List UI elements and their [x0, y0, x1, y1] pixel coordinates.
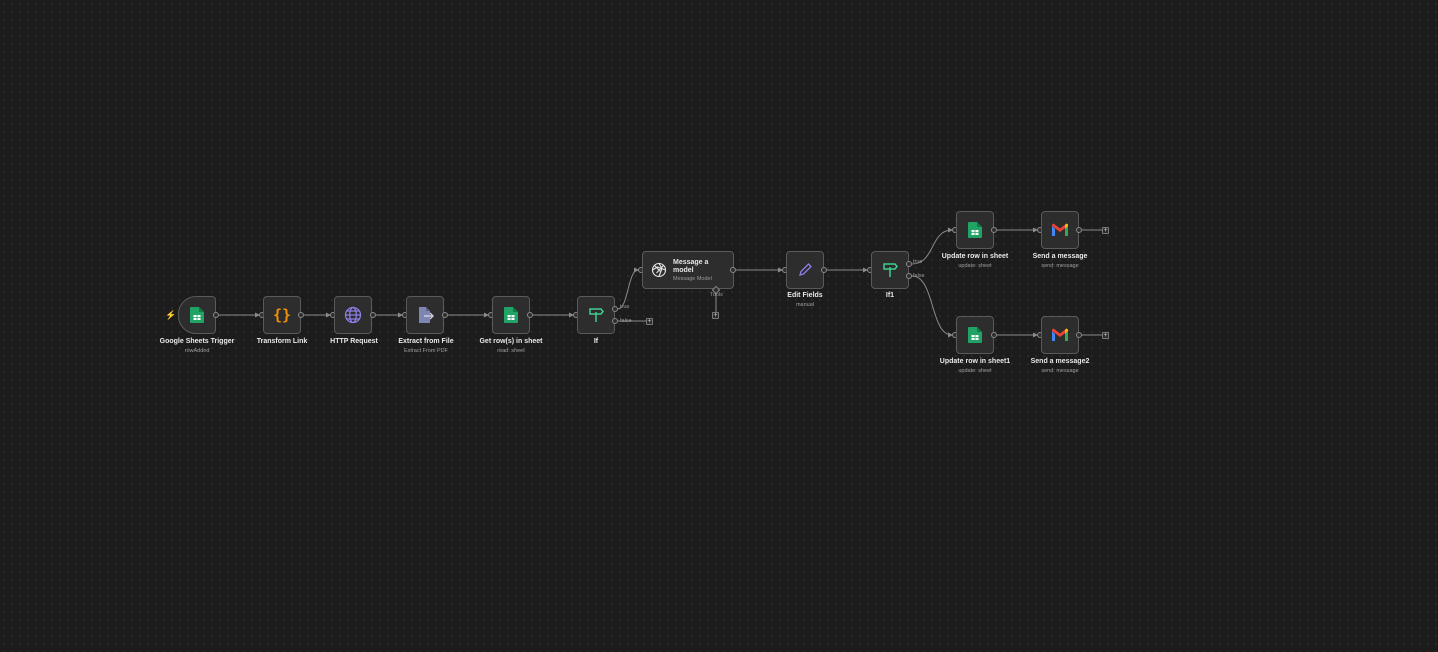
node-label: Update row in sheet1	[939, 358, 1011, 365]
output-port[interactable]	[527, 312, 533, 318]
output-port[interactable]	[213, 312, 219, 318]
output-port[interactable]	[991, 332, 997, 338]
add-node-button[interactable]: +	[646, 318, 653, 325]
branch-label-true: true	[620, 304, 630, 310]
node-get-rows-in-sheet[interactable]	[492, 296, 530, 334]
google-sheets-icon	[968, 327, 982, 343]
output-port[interactable]	[442, 312, 448, 318]
node-label: If1	[885, 292, 895, 299]
google-sheets-icon	[504, 307, 518, 323]
add-tool-button[interactable]: +	[712, 312, 719, 319]
node-label: Transform Link	[256, 338, 308, 345]
globe-icon	[344, 306, 362, 324]
add-node-button[interactable]: +	[1102, 332, 1109, 339]
node-sublabel: Extract From PDF	[403, 348, 448, 354]
output-port[interactable]	[821, 267, 827, 273]
output-port[interactable]	[1076, 332, 1082, 338]
node-label: Get row(s) in sheet	[479, 338, 543, 345]
node-label: HTTP Request	[330, 338, 378, 345]
file-extract-icon	[419, 307, 434, 323]
node-google-sheets-trigger[interactable]	[178, 296, 216, 334]
signpost-icon	[883, 263, 898, 277]
branch-label-false: false	[913, 273, 925, 279]
gmail-icon	[1052, 223, 1068, 236]
node-if1[interactable]	[871, 251, 909, 289]
node-sublabel: manual	[795, 302, 815, 308]
node-label: Google Sheets Trigger	[159, 338, 235, 345]
google-sheets-icon	[190, 307, 204, 323]
node-sublabel: rowAdded	[184, 348, 210, 354]
node-label: Extract from File	[398, 338, 454, 345]
node-extract-from-file[interactable]	[406, 296, 444, 334]
output-port[interactable]	[1076, 227, 1082, 233]
branch-label-true: true	[913, 259, 923, 265]
edge-if1-true-update	[911, 227, 953, 265]
output-port-true[interactable]	[906, 261, 912, 267]
node-label: Send a message	[1032, 253, 1088, 260]
node-send-a-message2[interactable]	[1041, 316, 1079, 354]
signpost-icon	[589, 308, 604, 322]
pencil-icon	[799, 263, 812, 276]
edge-if-true-model	[617, 267, 639, 310]
code-braces-icon: {}	[272, 306, 292, 324]
node-sublabel: read: sheet	[497, 348, 525, 354]
node-label: If	[593, 338, 599, 345]
node-label: Message a model	[673, 258, 709, 275]
node-label: Edit Fields	[787, 292, 823, 299]
node-send-a-message[interactable]	[1041, 211, 1079, 249]
node-sublabel: Message Model	[673, 275, 712, 282]
edge-if1-false-update1	[911, 275, 953, 338]
node-label: Update row in sheet	[941, 253, 1009, 260]
openai-icon	[651, 262, 667, 278]
node-update-row-in-sheet1[interactable]	[956, 316, 994, 354]
output-port-true[interactable]	[612, 306, 618, 312]
branch-label-false: false	[620, 318, 632, 324]
trigger-bolt-icon: ⚡	[165, 310, 177, 320]
node-sublabel: send: message	[1041, 368, 1079, 374]
node-sublabel: update: sheet	[958, 263, 992, 269]
output-port-false[interactable]	[906, 273, 912, 279]
node-if[interactable]	[577, 296, 615, 334]
branch-label-tools: Tools	[710, 292, 723, 298]
output-port[interactable]	[730, 267, 736, 273]
node-label: Send a message2	[1030, 358, 1090, 365]
node-sublabel: send: message	[1041, 263, 1079, 269]
add-node-button[interactable]: +	[1102, 227, 1109, 234]
output-port-false[interactable]	[612, 318, 618, 324]
node-message-a-model[interactable]: Message a model Message Model	[642, 251, 734, 289]
google-sheets-icon	[968, 222, 982, 238]
node-http-request[interactable]	[334, 296, 372, 334]
output-port[interactable]	[298, 312, 304, 318]
node-edit-fields[interactable]	[786, 251, 824, 289]
node-transform-link[interactable]: {}	[263, 296, 301, 334]
output-port[interactable]	[370, 312, 376, 318]
node-sublabel: update: sheet	[958, 368, 992, 374]
node-update-row-in-sheet[interactable]	[956, 211, 994, 249]
output-port[interactable]	[991, 227, 997, 233]
gmail-icon	[1052, 328, 1068, 341]
